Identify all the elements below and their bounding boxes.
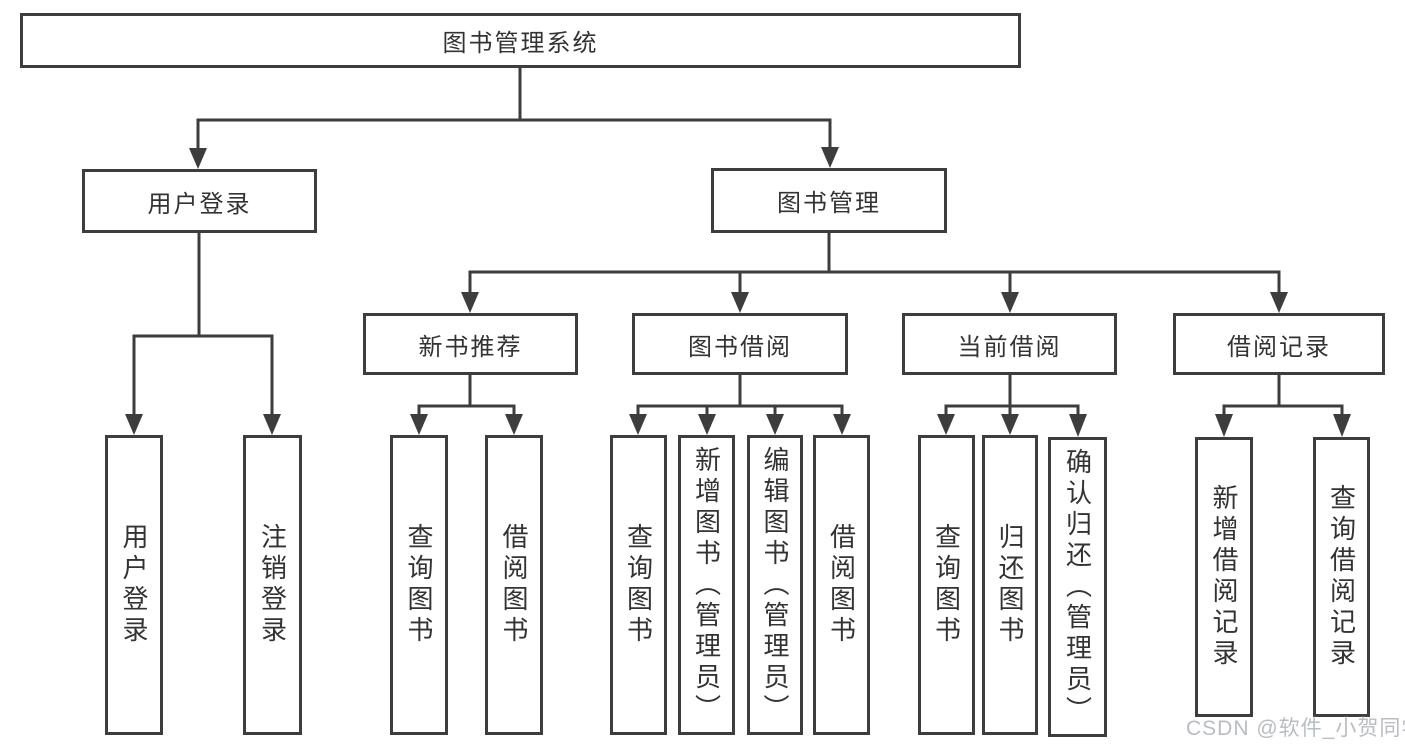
connector-current-borrow-to-leaves — [937, 375, 1087, 437]
node-book-management: 图书管理 — [711, 168, 947, 233]
leaf-borrow-add-books-admin-label: 新增图书（管理员） — [691, 445, 722, 725]
node-user-login-group-label: 用户登录 — [147, 190, 252, 218]
connector-book-management-to-level3 — [461, 233, 1288, 313]
leaf-user-login: 用户登录 — [105, 435, 163, 735]
connector-new-book-recommend-to-leaves — [410, 375, 523, 435]
leaf-borrow-query-books-label: 查询图书 — [623, 523, 654, 647]
leaf-current-confirm-return-admin: 确认归还（管理员） — [1048, 437, 1107, 737]
connector-root-to-level2 — [189, 68, 839, 169]
leaf-recommend-borrow-books-label: 借阅图书 — [499, 523, 529, 647]
node-borrow-records-label: 借阅记录 — [1227, 333, 1331, 361]
leaf-borrow-query-books: 查询图书 — [610, 435, 667, 735]
leaf-current-query-books-label: 查询图书 — [931, 523, 962, 647]
leaf-current-return-books: 归还图书 — [982, 435, 1038, 735]
node-root-label: 图书管理系统 — [442, 30, 599, 57]
connector-borrow-records-to-leaves — [1215, 375, 1351, 437]
node-borrow-records: 借阅记录 — [1173, 313, 1385, 375]
leaf-current-confirm-return-admin-label: 确认归还（管理员） — [1062, 447, 1093, 727]
leaf-borrow-edit-books-admin: 编辑图书（管理员） — [747, 435, 803, 735]
leaf-logout: 注销登录 — [243, 435, 302, 735]
leaf-current-query-books: 查询图书 — [918, 435, 975, 735]
node-root: 图书管理系统 — [20, 13, 1021, 68]
leaf-user-login-label: 用户登录 — [119, 523, 149, 647]
node-book-borrow-label: 图书借阅 — [688, 333, 792, 361]
leaf-recommend-borrow-books: 借阅图书 — [485, 435, 543, 735]
node-current-borrow: 当前借阅 — [902, 313, 1117, 375]
watermark-csdn: CSDN @软件_小贺同学 — [1186, 717, 1405, 740]
node-book-management-label: 图书管理 — [777, 190, 881, 217]
leaf-recommend-query-books-label: 查询图书 — [404, 523, 434, 647]
leaf-borrow-edit-books-admin-label: 编辑图书（管理员） — [760, 445, 790, 725]
leaf-current-return-books-label: 归还图书 — [995, 523, 1025, 647]
leaf-borrow-add-books-admin: 新增图书（管理员） — [678, 435, 735, 735]
leaf-records-query-record: 查询借阅记录 — [1313, 437, 1370, 717]
leaf-records-query-record-label: 查询借阅记录 — [1326, 484, 1357, 670]
node-book-borrow: 图书借阅 — [632, 313, 848, 375]
leaf-recommend-query-books: 查询图书 — [390, 435, 448, 735]
node-current-borrow-label: 当前借阅 — [957, 333, 1062, 361]
leaf-logout-label: 注销登录 — [257, 523, 288, 647]
leaf-records-add-record: 新增借阅记录 — [1195, 437, 1253, 717]
connector-user-login-to-leaves — [125, 233, 281, 435]
node-user-login-group: 用户登录 — [82, 169, 317, 233]
leaf-borrow-borrow-books: 借阅图书 — [813, 435, 870, 735]
node-new-book-recommend: 新书推荐 — [363, 313, 578, 375]
leaf-borrow-borrow-books-label: 借阅图书 — [826, 523, 857, 647]
connector-book-borrow-to-leaves — [629, 375, 851, 435]
leaf-records-add-record-label: 新增借阅记录 — [1209, 484, 1239, 670]
node-new-book-recommend-label: 新书推荐 — [418, 333, 523, 361]
